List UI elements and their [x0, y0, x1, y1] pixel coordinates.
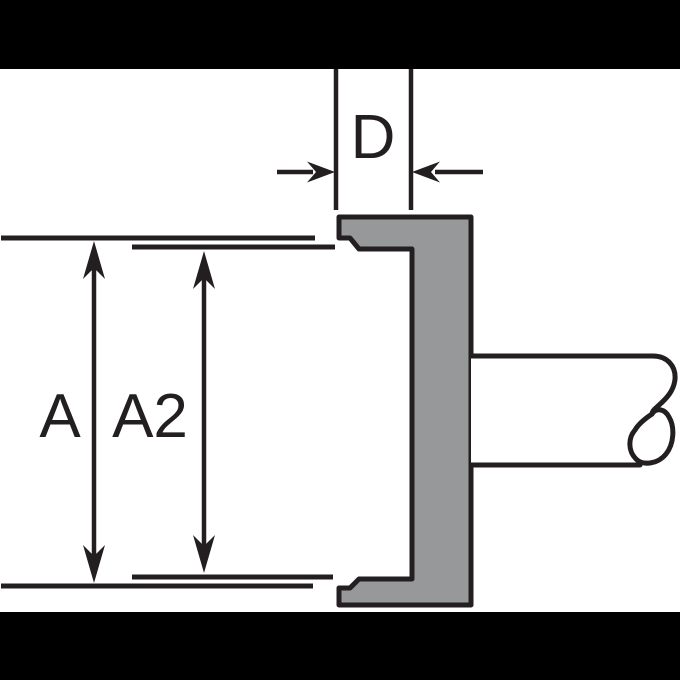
shaft — [468, 353, 678, 468]
a-arrow-up-head-icon — [83, 241, 105, 279]
dimension-label-a: A — [39, 382, 81, 451]
bottom-letterbox-band — [0, 612, 680, 680]
dimension-d: D — [277, 69, 483, 210]
dimension-label-d: D — [351, 103, 396, 172]
tip-cross-section — [336, 214, 474, 608]
a2-arrow-up-head-icon — [193, 251, 215, 289]
a2-arrow-down-head-icon — [193, 535, 215, 573]
a-arrow-down-head-icon — [83, 545, 105, 583]
dimension-a2: A2 — [112, 244, 335, 580]
d-arrow-right-head-icon — [412, 161, 440, 183]
d-arrow-left-head-icon — [307, 161, 335, 183]
shaft-body — [471, 356, 676, 465]
dimension-a: A — [1, 235, 315, 589]
dimension-label-a2: A2 — [112, 382, 188, 451]
shaft-break-loop — [627, 407, 676, 466]
top-letterbox-band — [0, 0, 680, 69]
